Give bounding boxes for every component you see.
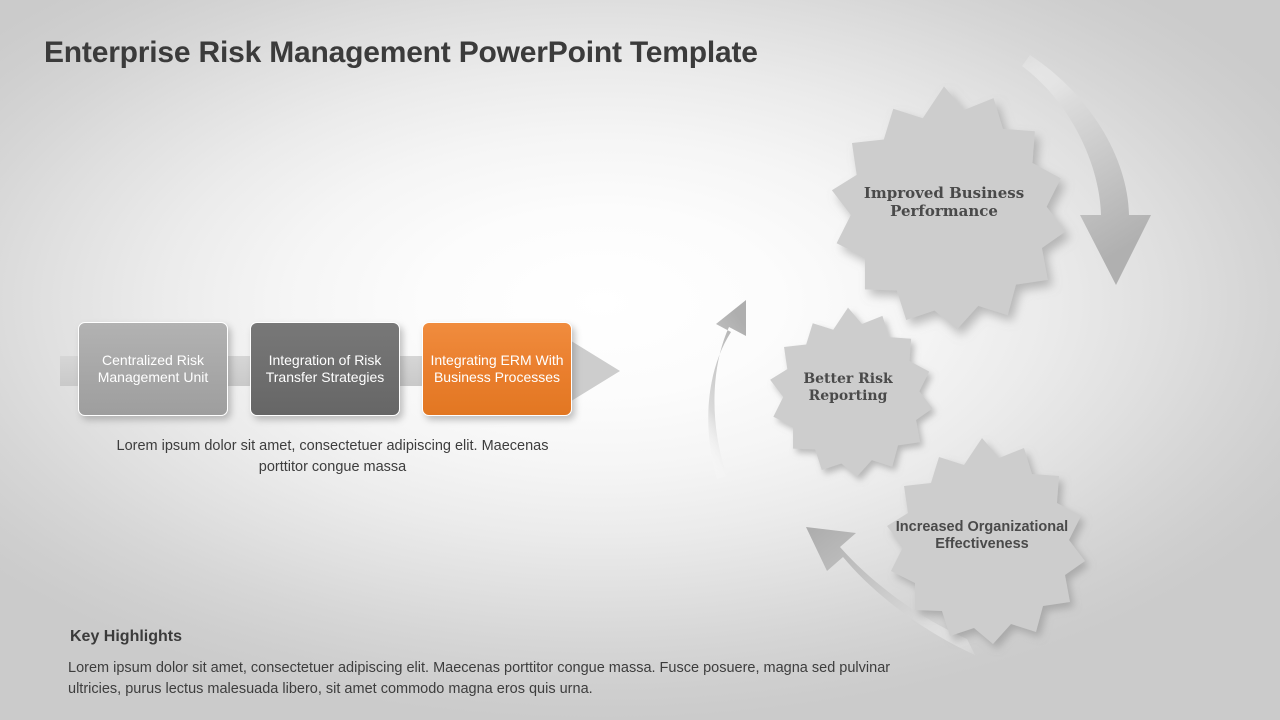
- gear-shape-2-icon: [770, 307, 933, 477]
- process-step-2-label: Integration of Risk Transfer Strategies: [265, 351, 385, 386]
- process-step-1-label: Centralized Risk Management Unit: [97, 351, 209, 386]
- gear-2-label: Better Risk Reporting: [766, 371, 930, 406]
- gear-3-label: Increased Organizational Effectiveness: [882, 519, 1082, 554]
- process-step-3-label: Integrating ERM With Business Processes: [430, 351, 564, 386]
- arrow-left-up-icon: [708, 300, 746, 479]
- gear-2-label-text: Better Risk Reporting: [803, 370, 893, 405]
- gear-better-risk-reporting[interactable]: Better Risk Reporting: [766, 306, 933, 477]
- gear-3-label-text: Increased Organizational Effectiveness: [895, 518, 1069, 553]
- gear-1-label: Improved Business Performance: [826, 184, 1062, 220]
- process-flow-caption: Lorem ipsum dolor sit amet, consectetuer…: [116, 438, 549, 475]
- gear-shape-1-icon: [831, 86, 1066, 330]
- gear-shape-3-icon: [887, 438, 1085, 644]
- page-title: Enterprise Risk Management PowerPoint Te…: [44, 36, 758, 69]
- key-highlights-heading: Key Highlights: [70, 628, 183, 645]
- process-step-2[interactable]: Integration of Risk Transfer Strategies: [250, 322, 400, 416]
- process-flow: Centralized Risk Management Unit Integra…: [60, 312, 640, 430]
- process-step-1[interactable]: Centralized Risk Management Unit: [78, 322, 228, 416]
- key-highlights-body: Lorem ipsum dolor sit amet, consectetuer…: [68, 660, 891, 697]
- gear-improved-business-performance[interactable]: Improved Business Performance: [826, 84, 1066, 330]
- gear-increased-organizational-effectiveness[interactable]: Increased Organizational Effectiveness: [882, 436, 1085, 644]
- flow-arrowhead-icon: [568, 339, 620, 403]
- gear-1-label-text: Improved Business Performance: [863, 184, 1025, 220]
- process-step-3[interactable]: Integrating ERM With Business Processes: [422, 322, 572, 416]
